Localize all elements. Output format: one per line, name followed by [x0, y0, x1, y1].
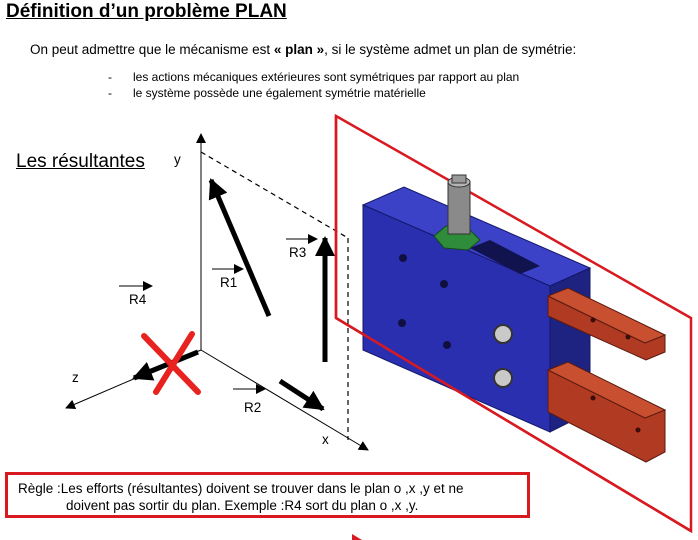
r2-label: R2	[244, 400, 262, 415]
force-arrows	[132, 178, 335, 412]
intro-text: On peut admettre que le mécanisme est « …	[30, 42, 576, 57]
intro-after: , si le système admet un plan de symétri…	[324, 42, 577, 57]
condition-item: -les actions mécaniques extérieures sont…	[108, 70, 520, 84]
x-axis	[200, 349, 369, 451]
plane-outline	[200, 151, 349, 440]
r1-label: R1	[220, 275, 238, 290]
cross-mark-icon	[141, 331, 201, 395]
rod	[447, 181, 471, 235]
r4-vector	[132, 349, 199, 381]
page-title: Définition d’un problème PLAN	[6, 1, 287, 22]
hole	[398, 319, 406, 327]
rule-line-1: Règle :Les efforts (résultantes) doivent…	[18, 481, 464, 496]
x-axis-label: x	[322, 432, 329, 447]
rule-line-2: doivent pas sortir du plan. Exemple :R4 …	[66, 498, 419, 513]
hole	[440, 280, 448, 288]
r1-vector	[208, 178, 272, 317]
condition-item: -le système possède une également symétr…	[108, 85, 426, 100]
label-vector-marks	[119, 234, 318, 394]
intro-bold: « plan »	[273, 42, 325, 57]
partial-arrow-icon	[352, 534, 362, 540]
mechanism-illustration	[334, 113, 693, 534]
intro-before: On peut admettre que le mécanisme est	[30, 42, 274, 57]
y-axis-label: y	[174, 152, 181, 167]
screw	[493, 324, 513, 344]
hole	[399, 254, 407, 262]
condition-text: le système possède une également symétri…	[133, 85, 426, 100]
hole	[443, 341, 451, 349]
screw	[493, 368, 513, 388]
z-axis-label: z	[72, 370, 79, 385]
r4-label: R4	[129, 292, 147, 307]
r2-vector	[278, 378, 325, 412]
section-subtitle: Les résultantes	[16, 151, 145, 172]
conditions-list: -les actions mécaniques extérieures sont…	[108, 70, 519, 101]
r3-label: R3	[289, 245, 307, 260]
condition-text: les actions mécaniques extérieures sont …	[133, 70, 520, 84]
rule-box: Règle :Les efforts (résultantes) doivent…	[5, 472, 530, 518]
